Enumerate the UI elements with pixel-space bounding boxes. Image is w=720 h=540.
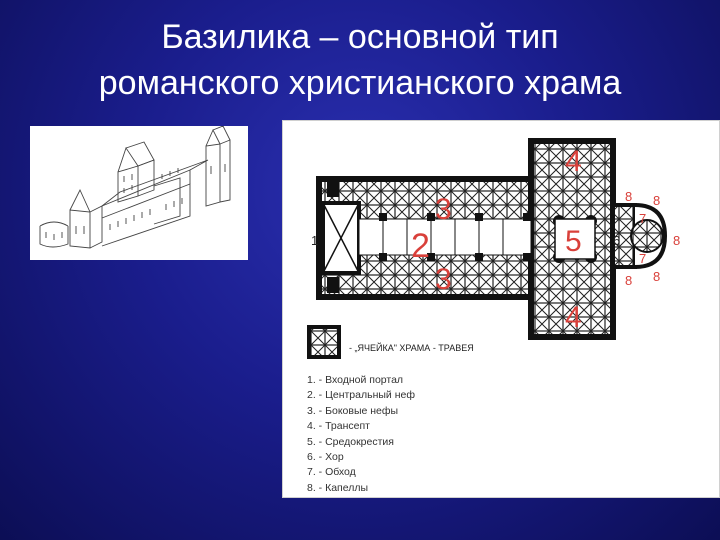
- plan-label-transept-top: 4: [565, 145, 582, 178]
- plan-label-chapel-3: 8: [673, 233, 680, 248]
- legend-item: 1. - Входной портал: [307, 374, 404, 386]
- legend-item: 7. - Обход: [307, 466, 356, 479]
- plan-label-crossing: 5: [565, 225, 582, 258]
- title-line-2: романского христианского храма: [98, 64, 622, 102]
- basilica-sketch: [30, 125, 248, 260]
- legend-item: 2. - Центральный неф: [307, 389, 415, 402]
- plan-label-ambulatory-bottom: 7: [639, 251, 646, 266]
- basilica-sketch-drawing: [39, 125, 231, 249]
- plan-legend: 1. - Входной портал 2. - Центральный неф…: [307, 373, 415, 496]
- plan-label-chapel-1: 8: [625, 189, 632, 204]
- plan-label-transept-bottom: 4: [565, 301, 582, 334]
- plan-walls: [316, 138, 668, 340]
- plan-label-chapel-2: 8: [653, 193, 660, 208]
- travee-cell-icon: [307, 325, 341, 359]
- legend-item: 3. - Боковые нефы: [307, 404, 399, 417]
- slide-title: Базилика – основной тип романского христ…: [0, 14, 720, 106]
- plan-label-chapel-4: 8: [653, 269, 660, 284]
- legend-item: 5. - Средокрестия: [307, 435, 394, 448]
- travee-caption: - „ЯЧЕЙКА" ХРАМА - ТРАВЕЯ: [349, 343, 474, 353]
- plan-label-side-nave-top: 3: [435, 193, 452, 226]
- crossing: [554, 218, 596, 260]
- plan-label-ambulatory-top: 7: [639, 211, 646, 226]
- title-line-1: Базилика – основной тип: [161, 18, 559, 56]
- basilica-floor-plan: 1 2 3 3 4 4 5 6 7 7 8 8 8 8 8 - „ЯЧЕЙКА"…: [282, 120, 720, 498]
- legend-item: 4. - Трансепт: [307, 420, 370, 433]
- plan-label-central-nave: 2: [411, 227, 430, 265]
- central-nave: [358, 218, 532, 256]
- plan-label-choir: 6: [613, 233, 620, 248]
- legend-item: 8. - Капеллы: [307, 481, 369, 494]
- plan-label-portal: 1: [311, 233, 318, 248]
- nave-ribs: [382, 219, 504, 255]
- legend-item: 6. - Хор: [307, 451, 344, 464]
- plan-numbers: 1 2 3 3 4 4 5 6 7 7 8 8 8 8 8: [311, 145, 680, 334]
- plan-label-side-nave-bottom: 3: [435, 263, 452, 296]
- plan-label-chapel-5: 8: [625, 273, 632, 288]
- floor-plan-drawing: 1 2 3 3 4 4 5 6 7 7 8 8 8 8 8: [307, 138, 680, 359]
